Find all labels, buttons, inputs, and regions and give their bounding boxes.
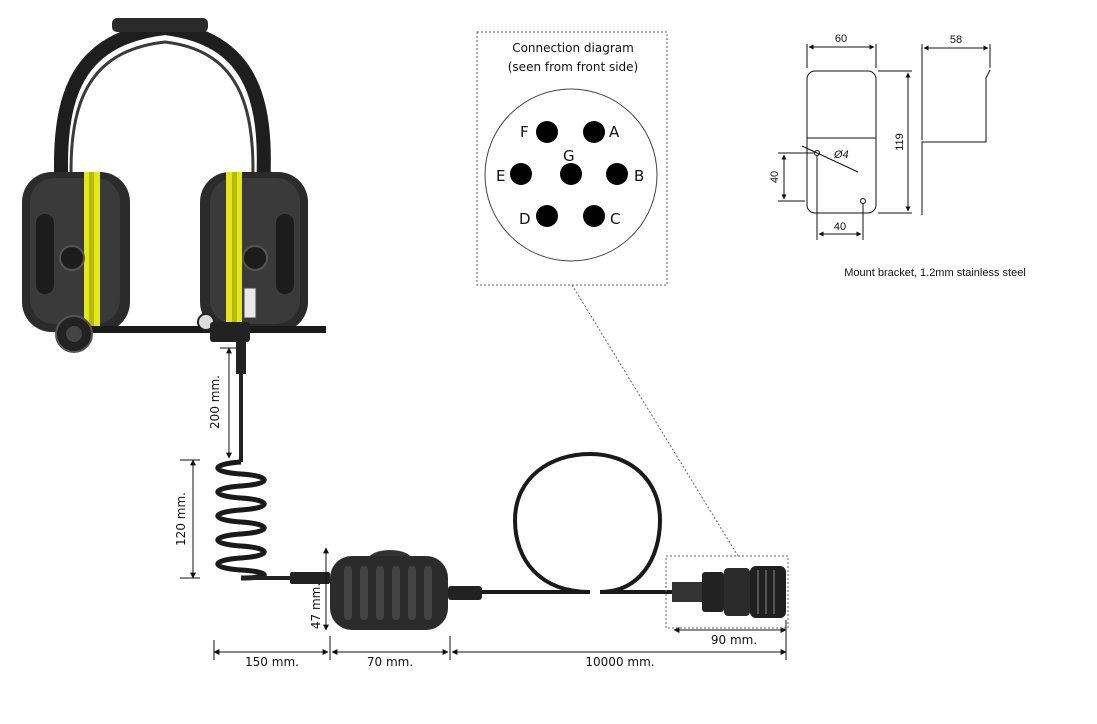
bracket-dim-119: 119: [894, 133, 906, 151]
pin-label-c: C: [610, 210, 620, 228]
connection-diagram-title: Connection diagram: [512, 41, 634, 55]
dim-90: 90 mm.: [711, 633, 757, 647]
pin-label-e: E: [496, 167, 505, 185]
hole-bottom: [860, 198, 866, 204]
ptt-box: [330, 550, 448, 630]
connector-highlight-box: [665, 555, 789, 629]
dim-70: 70 mm.: [367, 655, 413, 669]
pin-b: [606, 163, 628, 185]
dim-200: 200 mm.: [208, 375, 222, 429]
headband-top: [112, 18, 208, 32]
dim-150: 150 mm.: [245, 655, 299, 669]
coiled-cable: [215, 459, 267, 581]
bracket-dim-hole-diameter: Ø4: [833, 149, 849, 161]
pin-e: [510, 163, 532, 185]
connection-diagram: Connection diagram (seen from front side…: [476, 31, 668, 286]
pin-d: [536, 205, 558, 227]
dim-120: 120 mm.: [174, 492, 188, 546]
dim-10000: 10000 mm.: [585, 655, 654, 669]
pin-label-b: B: [634, 167, 644, 185]
mount-bracket: [778, 44, 991, 240]
pin-label-f: F: [520, 123, 529, 141]
hole-top: [814, 150, 820, 156]
bracket-caption: Mount bracket, 1.2mm stainless steel: [844, 267, 1026, 279]
pin-f: [536, 121, 558, 143]
pin-label-a: A: [609, 123, 620, 141]
dim-47: 47 mm.: [309, 583, 323, 629]
headset: [22, 18, 326, 353]
dimension-lines: [180, 347, 787, 660]
pin-a: [583, 121, 605, 143]
pin-label-d: D: [519, 210, 531, 228]
cable: [215, 340, 786, 630]
leader-line: [571, 284, 739, 557]
connector-plug: [672, 566, 786, 618]
bracket-dim-58: 58: [950, 34, 962, 46]
pin-label-g: G: [563, 147, 575, 165]
bracket-front: [806, 70, 877, 214]
pin-c: [583, 205, 605, 227]
right-earcup: [200, 172, 308, 332]
connection-diagram-subtitle: (seen from front side): [508, 60, 639, 74]
pin-g: [560, 163, 582, 185]
bracket-dim-40-vertical: 40: [769, 171, 781, 183]
bracket-dim-40-horizontal: 40: [834, 221, 846, 233]
left-earcup: [22, 172, 130, 332]
bracket-dim-60: 60: [835, 33, 847, 45]
